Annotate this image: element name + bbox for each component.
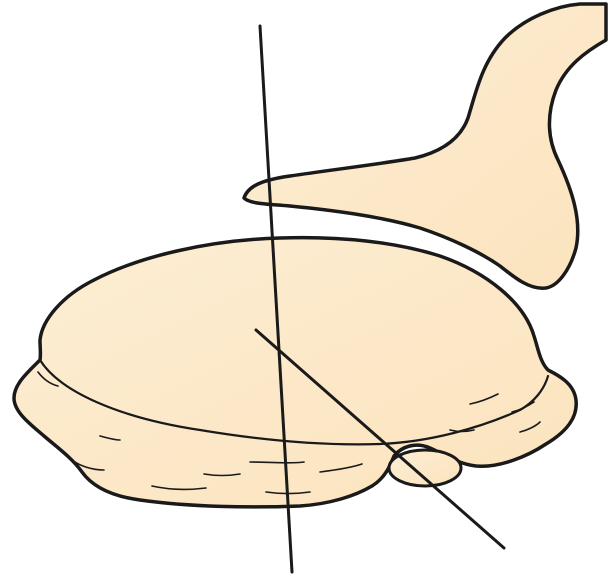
humeral-head [14, 238, 576, 507]
